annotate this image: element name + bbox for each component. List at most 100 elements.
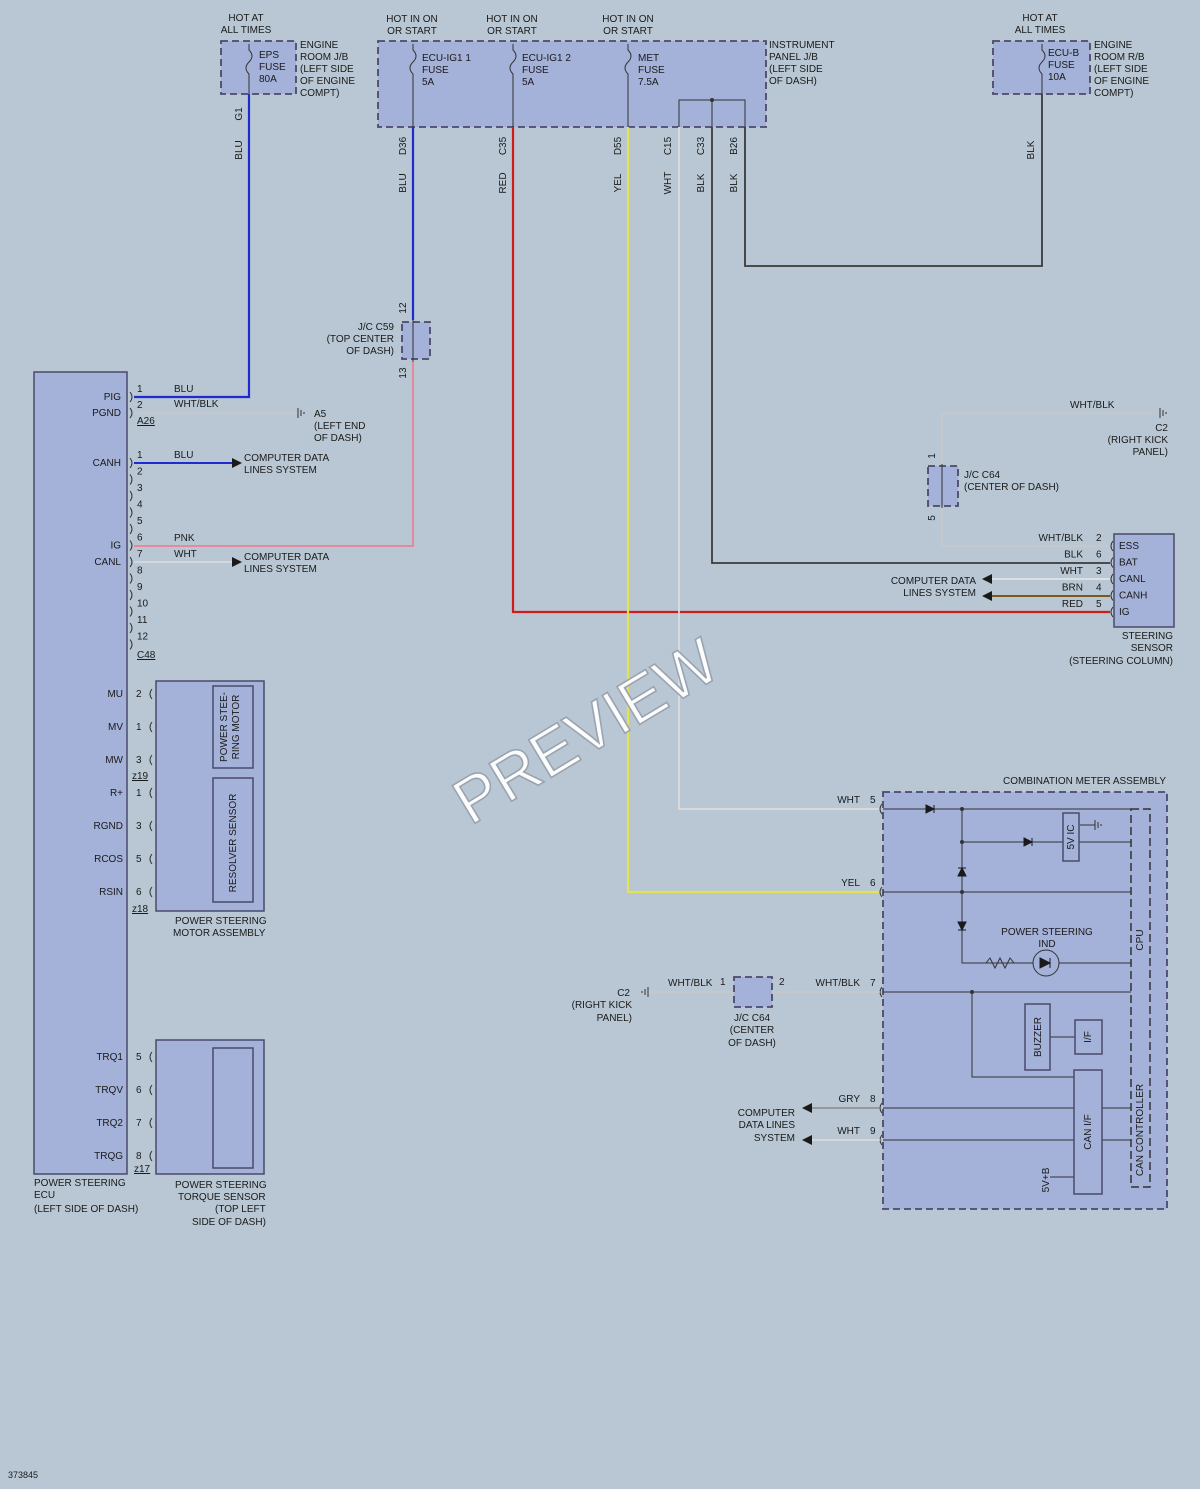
jc-c64-upper: 1 5 J/C C64 (CENTER OF DASH) WHT/BLK C2 … xyxy=(927,400,1168,521)
meter-cpu-box xyxy=(1130,808,1151,1188)
wire-label-c35: RED xyxy=(498,172,509,193)
ecu-pin-name: RGND xyxy=(94,821,123,832)
wire-label-ig: PNK xyxy=(174,533,195,544)
engine-room-rb-l3: (LEFT SIDE xyxy=(1094,64,1148,75)
ecuig11-l1: ECU-IG1 1 xyxy=(422,53,471,64)
meter-internal-lines xyxy=(883,808,1131,1178)
ecu-name-l2: ECU xyxy=(34,1190,55,1201)
resolver-box xyxy=(212,777,254,903)
connector-d36: D36 xyxy=(398,136,409,155)
steer-pin-num: 6 xyxy=(1096,550,1102,561)
ecu-pin-num: 2 xyxy=(137,400,143,411)
arrow-meter-gry-icon xyxy=(802,1103,812,1113)
meter-pin-num: 9 xyxy=(870,1126,876,1137)
steer-wire-label: BRN xyxy=(1062,583,1083,594)
ecu-pin-num: 2 xyxy=(137,467,143,478)
ecu-pin-name: CANH xyxy=(93,458,121,469)
connector-bracket-icon xyxy=(1110,606,1114,618)
jc-c64-upper-pin-bot: 5 xyxy=(927,515,938,521)
wire-label-canl: WHT xyxy=(174,549,197,560)
meter-wire-label: WHT/BLK xyxy=(816,978,861,989)
connector-bracket-icon xyxy=(1110,573,1114,585)
connector-bracket-icon xyxy=(149,886,153,898)
ecu-pin-num: 7 xyxy=(137,549,143,560)
jc-c64-lower-l3: OF DASH) xyxy=(728,1038,776,1049)
meter-node-4 xyxy=(970,990,974,994)
ground-c2-right-l3: PANEL) xyxy=(1133,447,1168,458)
ecu-pin-name: IG xyxy=(110,541,121,552)
engine-room-jb-l1: ENGINE xyxy=(300,40,339,51)
hot-label-1b: ALL TIMES xyxy=(221,25,272,36)
instrument-panel-jb-box xyxy=(377,40,767,128)
ground-a5-icon xyxy=(297,408,305,418)
instrument-panel-jb: HOT IN ON OR START HOT IN ON OR START HO… xyxy=(377,14,835,195)
meter-buzzer: BUZZER xyxy=(1033,1017,1044,1057)
motor-box xyxy=(212,685,254,769)
connector-bracket-icon xyxy=(1110,540,1114,552)
ground-5vic-icon xyxy=(1094,820,1102,830)
connector-bracket-icon xyxy=(129,490,133,502)
hot-label-5b: ALL TIMES xyxy=(1015,25,1066,36)
steer-wire-label: WHT/BLK xyxy=(1039,533,1084,544)
ecuig11-l2: FUSE xyxy=(422,65,449,76)
wire-label-jc-left: WHT/BLK xyxy=(668,978,713,989)
meter-pin-num: 5 xyxy=(870,795,876,806)
meter-comp-data-l1: COMPUTER xyxy=(738,1108,795,1119)
meter-5vb: 5V+B xyxy=(1041,1167,1052,1192)
jc-c59-box xyxy=(401,321,431,360)
ecu-pin-num: 1 xyxy=(137,384,143,395)
engine-room-rb-l4: OF ENGINE xyxy=(1094,76,1149,87)
engine-room-rb-l2: ROOM R/B xyxy=(1094,52,1145,63)
torque-name-l1: POWER STEERING xyxy=(175,1180,267,1191)
engine-room-jb-l3: (LEFT SIDE xyxy=(300,64,354,75)
met-l1: MET xyxy=(638,53,659,64)
wire-label-c15: WHT xyxy=(663,172,674,195)
jc-c64-lower-l1: J/C C64 xyxy=(734,1013,771,1024)
meter-buzzer-box xyxy=(1024,1003,1051,1071)
met-l3: 7.5A xyxy=(638,77,659,88)
ground-c2-meter-l3: PANEL) xyxy=(597,1013,632,1024)
connector-bracket-icon xyxy=(129,457,133,469)
engine-room-jb-box xyxy=(220,40,297,95)
steering-name-l2: SENSOR xyxy=(1131,643,1173,654)
meter-title: COMBINATION METER ASSEMBLY xyxy=(1003,776,1166,787)
connector-z17: z17 xyxy=(134,1164,151,1175)
jc-c64-upper-pin-top: 1 xyxy=(927,453,938,459)
ecuig12-fuse-symbol xyxy=(509,44,517,127)
connector-z18: z18 xyxy=(132,904,149,915)
ecuig12-l2: FUSE xyxy=(522,65,549,76)
ground-c2-meter-l1: C2 xyxy=(617,988,630,999)
wire-label-canh: BLU xyxy=(174,450,193,461)
connector-bracket-icon xyxy=(149,820,153,832)
engine-room-rb-l1: ENGINE xyxy=(1094,40,1133,51)
arrow-canh-icon xyxy=(232,458,242,468)
meter-line-buzzer xyxy=(971,992,1074,1078)
ecuig12-l1: ECU-IG1 2 xyxy=(522,53,571,64)
instrument-panel-jb-l2: PANEL J/B xyxy=(769,52,818,63)
ecub-l3: 10A xyxy=(1048,72,1066,83)
ps-ind-l1: POWER STEERING xyxy=(1001,927,1093,938)
diode-3-icon xyxy=(957,866,967,877)
connector-bracket-icon xyxy=(129,540,133,551)
steer-wire-label: RED xyxy=(1062,599,1083,610)
eps-fuse-l3: 80A xyxy=(259,74,277,85)
connector-c48: C48 xyxy=(137,650,156,661)
ecu-pin-name: MW xyxy=(105,755,123,766)
steering-name-l3: (STEERING COLUMN) xyxy=(1069,656,1173,667)
ecu-pin-name: R+ xyxy=(110,788,123,799)
connector-c15: C15 xyxy=(663,136,674,155)
connector-c35: C35 xyxy=(498,136,509,155)
connector-bracket-icon xyxy=(129,507,133,518)
meter-comp-data-l2: DATA LINES xyxy=(739,1120,796,1131)
connector-bracket-icon xyxy=(129,556,133,568)
comp-data-ecu: COMPUTER DATA LINES SYSTEM COMPUTER DATA… xyxy=(174,384,330,575)
meter-node-2 xyxy=(960,840,964,844)
ground-c2-right-l1: C2 xyxy=(1155,423,1168,434)
connector-bracket-icon xyxy=(879,886,883,898)
arrow-canl-icon xyxy=(232,557,242,567)
ecu-pin-num: 9 xyxy=(137,582,143,593)
ecub-l1: ECU-B xyxy=(1048,48,1079,59)
steer-pin-name: IG xyxy=(1119,607,1130,618)
meter-wire-label: WHT xyxy=(837,795,860,806)
arrow-meter-wht-icon xyxy=(802,1135,812,1145)
